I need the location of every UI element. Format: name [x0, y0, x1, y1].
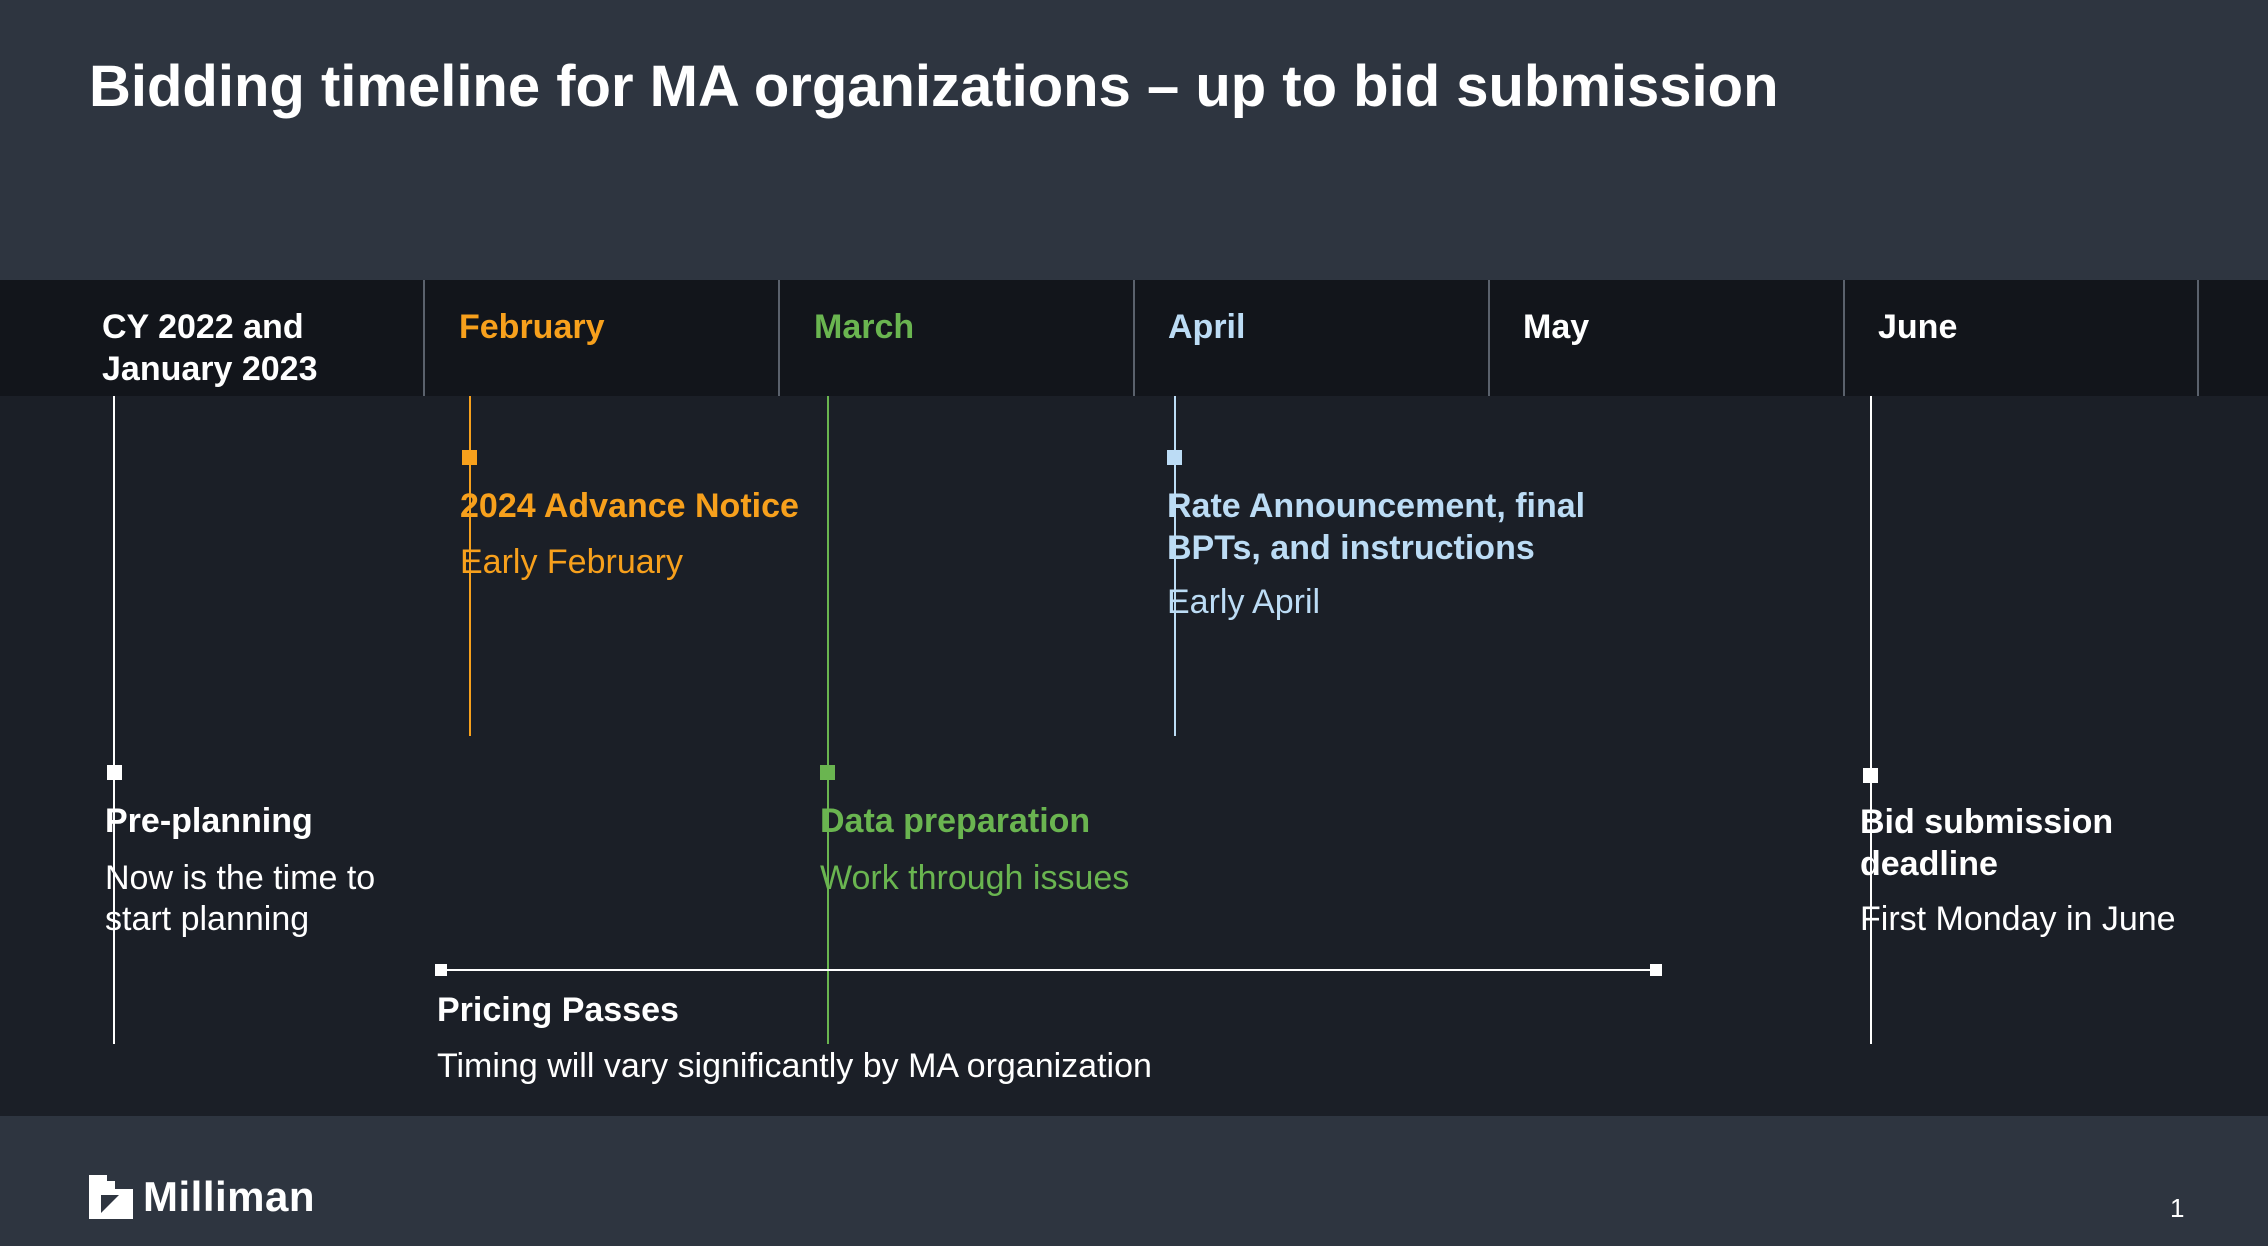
data-prep-subtitle: Work through issues	[820, 859, 1130, 897]
timeline-panel: CY 2022 and January 2023 February March …	[0, 280, 2268, 1116]
milliman-logo: Milliman	[89, 1175, 315, 1219]
month-may: May	[1523, 308, 1590, 346]
bid-deadline-connector-line	[1870, 396, 1872, 1044]
month-april: April	[1168, 308, 1246, 346]
preplanning-marker	[107, 765, 122, 780]
month-header-bar: CY 2022 and January 2023 February March …	[0, 280, 2268, 396]
milliman-logo-icon	[89, 1175, 133, 1219]
data-prep-marker	[820, 765, 835, 780]
month-divider	[778, 280, 780, 396]
pricing-passes-end-marker	[1650, 964, 1662, 976]
slide-title: Bidding timeline for MA organizations – …	[89, 54, 1779, 119]
month-june: June	[1878, 308, 1958, 346]
month-divider	[423, 280, 425, 396]
advance-notice-connector-line	[469, 396, 471, 736]
rate-announcement-title: Rate Announcement, final BPTs, and instr…	[1167, 487, 1586, 567]
milliman-logo-text: Milliman	[143, 1173, 316, 1220]
data-prep-title: Data preparation	[820, 802, 1091, 840]
pricing-passes-span-line	[441, 969, 1656, 971]
month-february: February	[459, 308, 605, 346]
bid-deadline-title: Bid submission deadline	[1860, 803, 2114, 883]
month-divider	[1843, 280, 1845, 396]
page-number: 1	[2170, 1193, 2185, 1223]
preplanning-title: Pre-planning	[105, 802, 313, 840]
bid-deadline-marker	[1863, 768, 1878, 783]
pricing-passes-title: Pricing Passes	[437, 991, 679, 1029]
rate-announcement-marker	[1167, 450, 1182, 465]
month-cy2022-jan2023: CY 2022 and January 2023	[102, 308, 318, 388]
advance-notice-subtitle: Early February	[460, 543, 683, 581]
rate-announcement-connector-line	[1174, 396, 1176, 736]
advance-notice-marker	[462, 450, 477, 465]
pricing-passes-subtitle: Timing will vary significantly by MA org…	[437, 1047, 1152, 1085]
preplanning-connector-line	[113, 396, 115, 1044]
bid-deadline-subtitle: First Monday in June	[1860, 900, 2176, 938]
rate-announcement-subtitle: Early April	[1167, 583, 1321, 621]
preplanning-subtitle: Now is the time to start planning	[105, 859, 376, 938]
month-divider	[2197, 280, 2199, 396]
data-prep-connector-line	[827, 396, 829, 1044]
month-divider	[1488, 280, 1490, 396]
pricing-passes-start-marker	[435, 964, 447, 976]
advance-notice-title: 2024 Advance Notice	[460, 487, 799, 525]
month-divider	[1133, 280, 1135, 396]
month-march: March	[814, 308, 915, 346]
